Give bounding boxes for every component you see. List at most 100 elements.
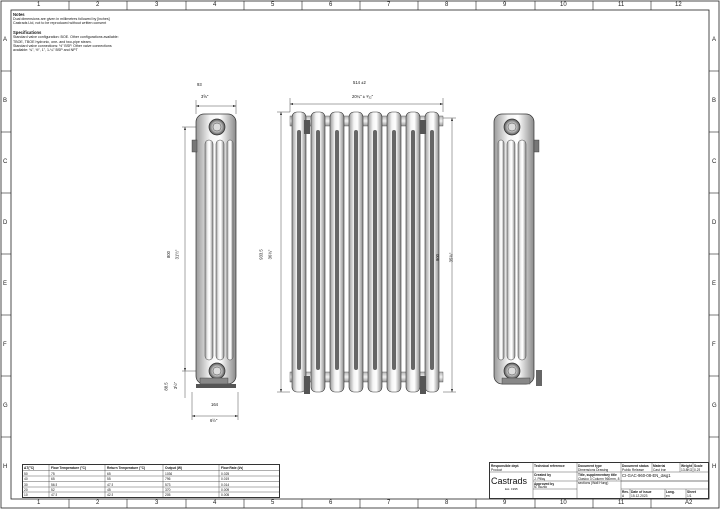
table-cell: 20: [24, 487, 28, 492]
notes-line: Dual dimensions are given in millimetres…: [13, 17, 110, 21]
spec-line: Standard valve connections: ½" BSP. Othe…: [13, 43, 112, 48]
col-label: 7: [387, 2, 391, 8]
row-label: F: [712, 342, 716, 348]
date-label: Date of issue: [631, 489, 652, 494]
drawing-number: CI-GAC-960-08-EN_dwg1: [622, 474, 671, 478]
doc-type-label: Document type: [578, 463, 602, 468]
col-label: 8: [445, 500, 449, 506]
table-cell: 0.009: [221, 487, 230, 492]
col-label: 4: [213, 2, 217, 8]
dimension-lines: [182, 98, 456, 420]
dim-514: 514 ±2: [353, 80, 366, 85]
rev: A: [622, 493, 625, 498]
row-label: E: [712, 281, 717, 287]
dim-933: 933.5: [258, 249, 264, 260]
dim-164: 164: [211, 402, 218, 407]
table-cell: 47.5: [107, 482, 114, 487]
row-label: G: [712, 403, 717, 409]
notes-title: Notes: [13, 12, 25, 17]
responsible-dept: Product: [491, 467, 503, 472]
row-label: F: [3, 342, 7, 348]
table-cell: 42.5: [107, 492, 114, 497]
table-cell: 75: [51, 471, 55, 476]
material: Cast Iron: [653, 467, 667, 472]
castrads-logo: Castrads: [491, 476, 528, 486]
row-label: E: [3, 281, 8, 287]
table-cell: 47.5: [51, 492, 58, 497]
table-cell: 0.025: [221, 471, 230, 476]
title-block: Responsible dept. Product Castrads Est. …: [489, 462, 709, 499]
title-label: Title, supplementary title: [578, 472, 617, 477]
table-cell: 573: [165, 482, 171, 487]
row-label: B: [3, 98, 8, 104]
dim-800-in: 31½": [174, 249, 180, 260]
dim-933-in: 36¾": [267, 249, 273, 260]
row-label: D: [712, 220, 717, 226]
table-cell: 370: [165, 487, 171, 492]
table-cell: 796: [165, 477, 171, 481]
doc-status: Public Release: [622, 467, 644, 472]
spec-line: TBOE, TBOE hydronic, one- and two-pipe s…: [13, 39, 92, 44]
table-cell: 55: [107, 477, 111, 481]
col-label: 11: [618, 500, 625, 506]
table-cell: 56.5: [51, 482, 58, 487]
sheet: 1/1: [687, 493, 692, 498]
flow-rate-table: ΔT(°C) Flow Temperature (°C) Return Temp…: [22, 464, 280, 498]
table-cell: 50: [24, 471, 28, 476]
dim-900: 900: [435, 254, 440, 261]
notes-block: Notes Dual dimensions are given in milli…: [13, 12, 173, 52]
lang: en: [666, 493, 670, 498]
col-label: 5: [271, 500, 275, 506]
technical-ref-label: Technical reference: [534, 463, 565, 468]
table-cell: 0.005: [221, 492, 230, 497]
lang-label: Lang.: [666, 489, 675, 494]
material-label: Material: [653, 463, 666, 468]
table-header: Return Temperature (°C): [107, 466, 146, 470]
weight: 13.8KG: [681, 467, 693, 472]
row-label: A: [712, 37, 717, 43]
row-label: H: [3, 464, 8, 470]
dim-93-in: 3⅝": [201, 94, 209, 99]
col-label: 3: [155, 2, 159, 8]
dim-88-5-in: 3½": [173, 381, 179, 390]
row-label: H: [712, 464, 717, 470]
col-label: 7: [387, 500, 391, 506]
table-cell: 0.014: [221, 482, 230, 487]
col-label: 5: [271, 2, 275, 8]
approved-by-label: Approved by: [534, 481, 555, 486]
sheet-size-label: A2: [685, 500, 693, 506]
row-label: G: [3, 403, 8, 409]
responsible-dept-label: Responsible dept.: [491, 463, 520, 468]
row-label: B: [712, 98, 717, 104]
notes-line: Castrads Ltd, not to be reproduced witho…: [13, 21, 107, 26]
date-of-issue: 15.12.2023: [631, 493, 648, 498]
scale-label: Scale: [694, 463, 703, 468]
doc-status-label: Document status: [622, 463, 649, 468]
table-cell: 40: [24, 477, 28, 481]
table-grid: [23, 465, 279, 497]
dim-900-in: 35⅜": [448, 252, 454, 263]
table-cell: 10: [24, 492, 28, 497]
doc-type: Dimensions Drawing: [578, 467, 609, 472]
table-cell: 65: [51, 477, 55, 481]
left-side-view: [191, 113, 237, 388]
title-block-grid: [490, 463, 708, 498]
col-label: 1: [37, 500, 41, 506]
col-label: 9: [503, 500, 507, 506]
row-label: C: [3, 159, 8, 165]
dim-164-in: 6½": [210, 418, 218, 423]
row-label: C: [712, 159, 717, 165]
col-label: 8: [445, 2, 449, 8]
castrads-logo-sub: Est. 1995: [505, 487, 518, 491]
col-label: 12: [675, 2, 682, 8]
specifications-title: Specifications: [13, 30, 42, 36]
scale: 0.25: [694, 467, 701, 472]
right-side-view: [493, 113, 542, 386]
col-label: 10: [560, 500, 567, 506]
col-label: 10: [560, 2, 567, 8]
col-label: 6: [329, 2, 333, 8]
dim-514-in: 20¼" ± ³⁄₃₂": [352, 94, 374, 99]
approved-by: N. Buzilo: [534, 485, 548, 489]
